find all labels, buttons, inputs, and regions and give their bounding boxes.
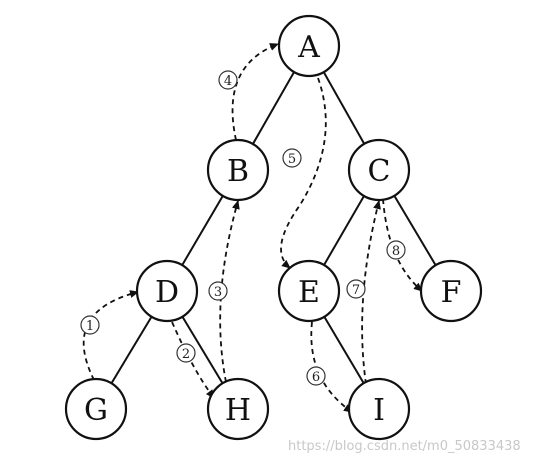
step-number: 6 bbox=[312, 370, 320, 385]
node-label: H bbox=[225, 393, 251, 428]
traversal-arrow-7 bbox=[361, 200, 381, 385]
edge-b-d bbox=[181, 195, 224, 266]
step-label-4: 4 bbox=[218, 70, 238, 90]
step-marker-circle bbox=[346, 279, 366, 299]
node-i: I bbox=[347, 377, 411, 441]
step-number: 3 bbox=[214, 285, 222, 300]
node-label: A bbox=[297, 30, 320, 65]
edge-c-f bbox=[393, 195, 437, 266]
node-circle bbox=[347, 377, 411, 441]
node-a: A bbox=[277, 14, 341, 78]
edge-e-i bbox=[323, 316, 365, 384]
node-circle bbox=[277, 14, 341, 78]
node-label: E bbox=[298, 275, 320, 310]
node-label: I bbox=[373, 393, 385, 428]
step-marker-circle bbox=[208, 281, 228, 301]
node-circle bbox=[64, 377, 128, 441]
step-marker-circle bbox=[80, 315, 100, 335]
node-b: B bbox=[206, 138, 270, 202]
step-marker-circle bbox=[282, 148, 302, 168]
node-circle bbox=[206, 377, 270, 441]
step-number: 5 bbox=[288, 152, 296, 167]
edge-c-e bbox=[323, 195, 365, 266]
traversal-arrow-4 bbox=[231, 43, 279, 141]
step-number: 2 bbox=[182, 347, 190, 362]
step-label-7: 7 bbox=[346, 279, 366, 299]
node-label: G bbox=[84, 393, 108, 428]
node-circle bbox=[206, 138, 270, 202]
traversal-arrow-3 bbox=[219, 200, 240, 383]
edge-d-g bbox=[110, 316, 153, 384]
watermark-text: https://blog.csdn.net/m0_50833438 bbox=[288, 439, 521, 454]
node-e: E bbox=[277, 259, 341, 323]
step-label-8: 8 bbox=[386, 240, 406, 260]
node-label: C bbox=[368, 154, 391, 189]
node-h: H bbox=[206, 377, 270, 441]
step-marker-circle bbox=[218, 70, 238, 90]
traversal-arrow-1 bbox=[82, 290, 139, 381]
step-label-2: 2 bbox=[176, 343, 196, 363]
step-marker-circle bbox=[306, 366, 326, 386]
node-f: F bbox=[419, 259, 483, 323]
step-number: 7 bbox=[352, 283, 360, 298]
node-d: D bbox=[135, 259, 199, 323]
step-number: 8 bbox=[392, 244, 400, 259]
step-marker-circle bbox=[386, 240, 406, 260]
node-label: D bbox=[155, 275, 179, 310]
node-circle bbox=[277, 259, 341, 323]
node-g: G bbox=[64, 377, 128, 441]
node-circle bbox=[419, 259, 483, 323]
edge-d-h bbox=[181, 316, 224, 384]
node-circle bbox=[347, 138, 411, 202]
node-c: C bbox=[347, 138, 411, 202]
step-label-1: 1 bbox=[80, 315, 100, 335]
node-label: F bbox=[441, 275, 462, 310]
edge-a-c bbox=[322, 71, 366, 145]
step-number: 4 bbox=[224, 74, 232, 89]
step-number: 1 bbox=[86, 319, 94, 334]
step-marker-circle bbox=[176, 343, 196, 363]
step-label-6: 6 bbox=[306, 366, 326, 386]
traversal-arrow-5 bbox=[280, 77, 327, 269]
node-circle bbox=[135, 259, 199, 323]
step-label-3: 3 bbox=[208, 281, 228, 301]
traversal-arrow-2 bbox=[171, 321, 215, 399]
traversal-arrow-6 bbox=[310, 321, 353, 413]
step-label-5: 5 bbox=[282, 148, 302, 168]
node-label: B bbox=[227, 154, 249, 189]
edge-a-b bbox=[252, 71, 295, 145]
